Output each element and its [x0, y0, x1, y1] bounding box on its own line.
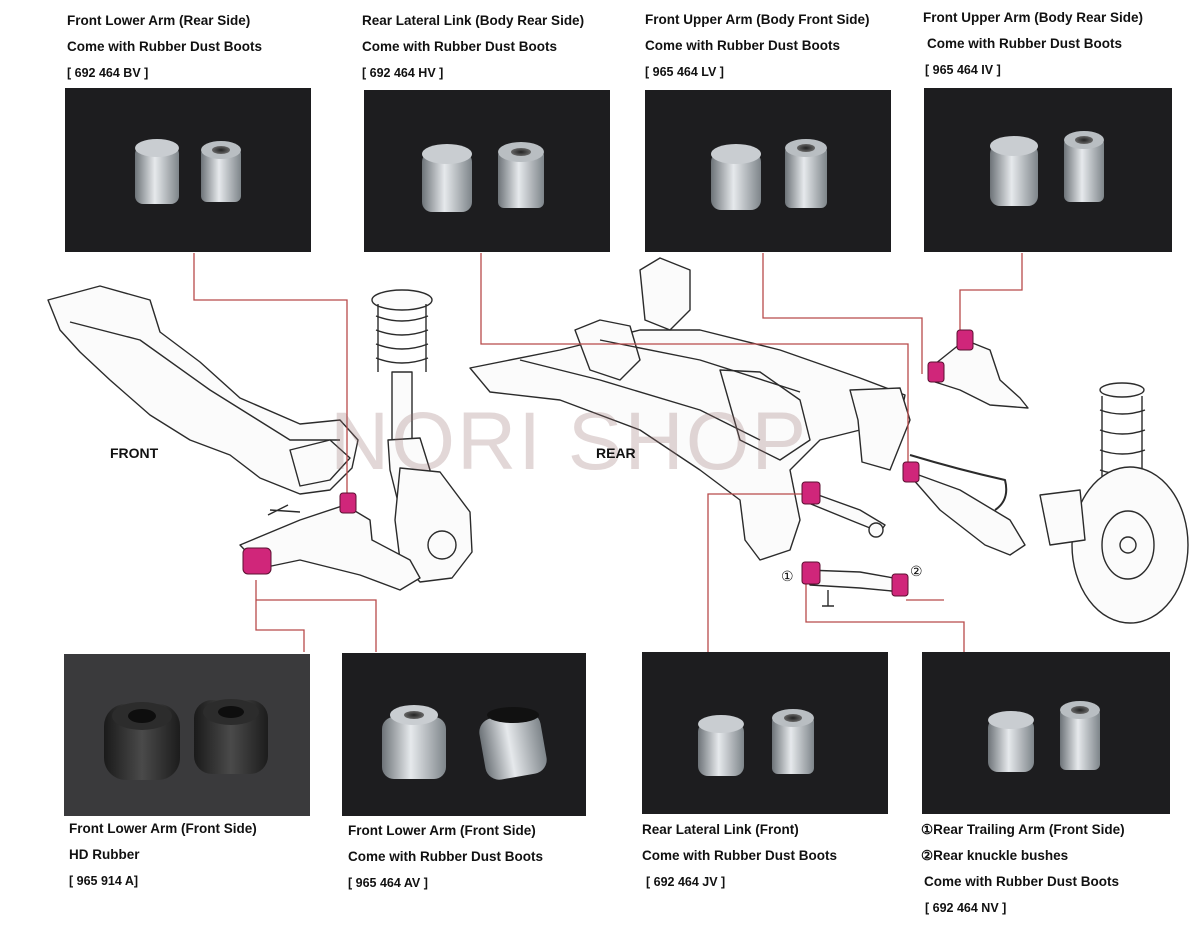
part-code: [ 692 464 JV ] — [646, 875, 726, 889]
part-note: Come with Rubber Dust Boots — [927, 36, 1122, 51]
bushing-photo-nv — [922, 652, 1170, 814]
bushing-photo-bv — [65, 88, 311, 252]
watermark: NORI SHOP — [330, 396, 809, 487]
bushing-photo-jv — [642, 652, 888, 814]
part-name-2: ②Rear knuckle bushes — [921, 848, 1069, 863]
bushing-photo-lv — [645, 90, 891, 252]
rear-coil-spring — [1099, 382, 1146, 480]
part-label-front-upper-arm-body-front: Front Upper Arm (Body Front Side) Come w… — [645, 7, 870, 85]
rear-callout: REAR — [596, 445, 636, 461]
part-name: Rear Lateral Link (Front) — [642, 822, 799, 837]
part-code: [ 965 464 IV ] — [925, 63, 1001, 77]
part-name: ①Rear Trailing Arm (Front Side) — [921, 822, 1125, 837]
rear-hub — [1039, 466, 1189, 624]
rear-subframe — [469, 257, 911, 561]
part-name: Front Upper Arm (Body Rear Side) — [923, 10, 1144, 25]
front-knuckle — [394, 467, 473, 583]
part-code: [ 692 464 BV ] — [67, 66, 149, 80]
bushing-marker-lv — [927, 361, 945, 383]
bushing-marker-nv-2 — [891, 573, 909, 597]
highlighted-bushings — [242, 329, 974, 597]
bushing-marker-av — [242, 547, 272, 575]
part-label-front-lower-arm-front-av: Front Lower Arm (Front Side) Come with R… — [348, 818, 543, 896]
bushing-photo-av — [342, 653, 586, 816]
bushing-photo-hv — [364, 90, 610, 252]
rear-upper-arm — [929, 339, 1029, 409]
leader-lines — [193, 253, 1023, 652]
part-name: Front Lower Arm (Front Side) — [69, 821, 257, 836]
part-note: Come with Rubber Dust Boots — [67, 39, 262, 54]
bushing-marker-bv — [339, 492, 357, 514]
part-code: [ 965 914 A] — [69, 874, 139, 888]
bushing-photo-iv — [924, 88, 1172, 252]
marker-1: ① — [781, 568, 794, 584]
part-label-front-lower-arm-rear: Front Lower Arm (Rear Side) Come with Ru… — [67, 8, 262, 86]
part-code: [ 692 464 HV ] — [362, 66, 444, 80]
part-label-front-upper-arm-body-rear: Front Upper Arm (Body Rear Side) Come wi… — [923, 5, 1143, 83]
part-label-rear-trailing-arm: ①Rear Trailing Arm (Front Side) ②Rear kn… — [921, 817, 1125, 921]
part-label-rear-lateral-link-front: Rear Lateral Link (Front) Come with Rubb… — [642, 817, 837, 895]
part-label-rear-lateral-link-body-rear: Rear Lateral Link (Body Rear Side) Come … — [362, 8, 584, 86]
part-note: Come with Rubber Dust Boots — [645, 38, 840, 53]
front-crossmember — [47, 285, 359, 495]
rear-trailing-arm — [805, 469, 1026, 607]
rear-stabilizer — [909, 454, 1008, 511]
part-note: Come with Rubber Dust Boots — [924, 874, 1119, 889]
part-code: [ 692 464 NV ] — [925, 901, 1007, 915]
part-note: Come with Rubber Dust Boots — [362, 39, 557, 54]
bushing-marker-jv — [801, 481, 821, 505]
marker-2: ② — [910, 563, 923, 579]
part-note: Come with Rubber Dust Boots — [642, 848, 837, 863]
part-name: Front Upper Arm (Body Front Side) — [645, 12, 870, 27]
part-name: Rear Lateral Link (Body Rear Side) — [362, 13, 585, 28]
bushing-photo-914a — [64, 654, 310, 816]
front-callout: FRONT — [110, 445, 159, 461]
part-code: [ 965 464 AV ] — [348, 876, 428, 890]
part-name: Front Lower Arm (Rear Side) — [67, 13, 251, 28]
part-name: Front Lower Arm (Front Side) — [348, 823, 536, 838]
part-code: [ 965 464 LV ] — [645, 65, 724, 79]
part-note: Come with Rubber Dust Boots — [348, 849, 543, 864]
bushing-marker-iv — [956, 329, 974, 351]
bushing-marker-hv — [902, 461, 920, 483]
bushing-marker-nv-1 — [801, 561, 821, 585]
front-lower-arm — [239, 504, 421, 591]
part-label-front-lower-arm-front-hd: Front Lower Arm (Front Side) HD Rubber [… — [69, 816, 257, 894]
part-note: HD Rubber — [69, 847, 140, 862]
